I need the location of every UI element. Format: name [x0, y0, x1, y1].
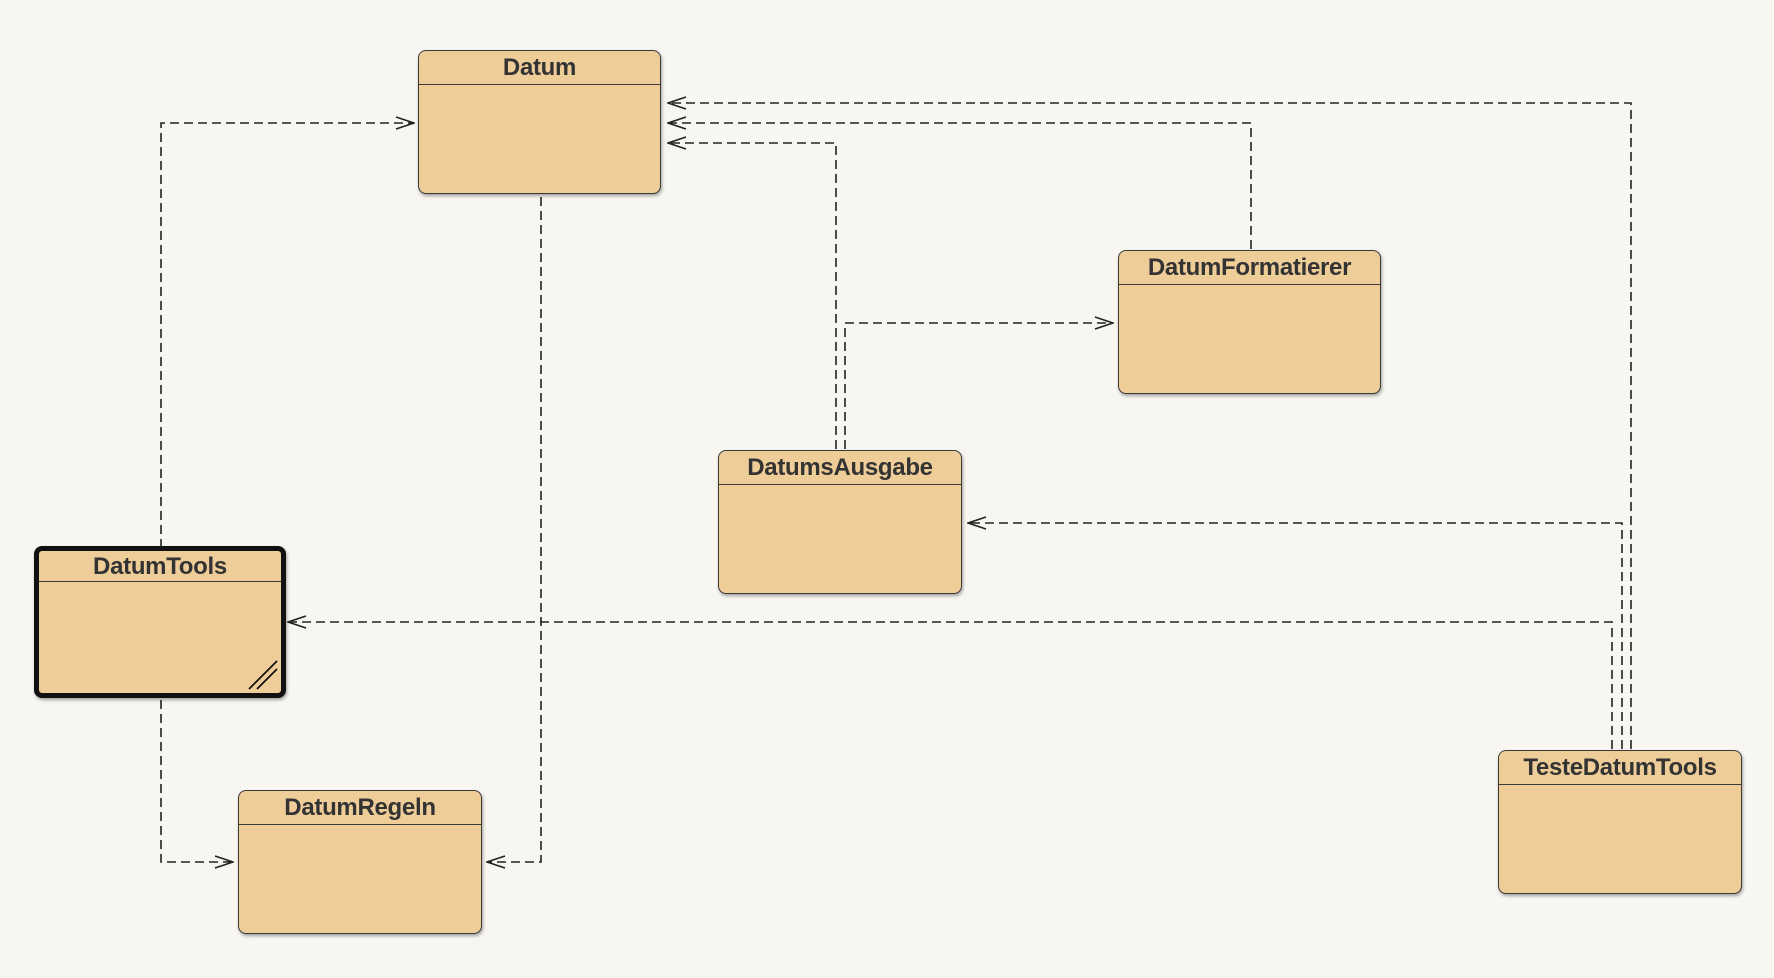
dependency-datumsausgabe-datumformatierer[interactable]: [844, 323, 1113, 449]
dependency-datumformatierer-datum[interactable]: [668, 123, 1252, 249]
class-name: DatumRegeln: [239, 791, 481, 825]
class-name: Datum: [419, 51, 660, 85]
class-datumsausgabe[interactable]: DatumsAusgabe: [718, 450, 962, 594]
class-name: DatumTools: [39, 551, 281, 582]
dependency-datum-datumregeln[interactable]: [487, 197, 542, 862]
dependency-datumtools-datum[interactable]: [160, 123, 414, 548]
dependency-testedatumtools-datumsausgabe[interactable]: [968, 523, 1623, 749]
resize-handle-icon[interactable]: [245, 657, 279, 691]
class-datumregeln[interactable]: DatumRegeln: [238, 790, 482, 934]
dependency-datumtools-datumregeln[interactable]: [160, 700, 233, 862]
class-name: DatumFormatierer: [1119, 251, 1380, 285]
class-name: TesteDatumTools: [1499, 751, 1741, 785]
class-datumformatierer[interactable]: DatumFormatierer: [1118, 250, 1381, 394]
dependency-testedatumtools-datumtools[interactable]: [288, 622, 1613, 749]
class-testedatumtools[interactable]: TesteDatumTools: [1498, 750, 1742, 894]
class-name: DatumsAusgabe: [719, 451, 961, 485]
dependency-datumsausgabe-datum[interactable]: [668, 143, 837, 449]
class-datumtools[interactable]: DatumTools: [34, 546, 286, 698]
dependency-testedatumtools-datum[interactable]: [668, 103, 1632, 749]
class-datum[interactable]: Datum: [418, 50, 661, 194]
